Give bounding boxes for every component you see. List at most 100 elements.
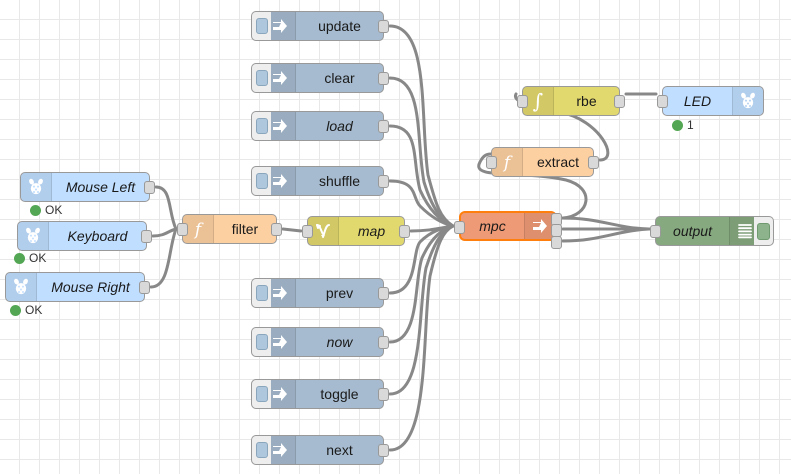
node-inject-shuffle[interactable]: shuffle xyxy=(251,166,389,196)
input-port[interactable] xyxy=(650,225,661,238)
wire-mouseright-filter xyxy=(149,227,178,289)
node-rbe[interactable]: ∫ rbe xyxy=(517,86,625,116)
output-port[interactable] xyxy=(378,287,389,300)
output-port[interactable] xyxy=(139,281,150,294)
output-port[interactable] xyxy=(378,336,389,349)
node-inject-toggle[interactable]: toggle xyxy=(251,379,389,409)
node-rpi-mouse-right[interactable]: Mouse Right xyxy=(5,272,150,302)
node-rpi-keyboard[interactable]: Keyboard xyxy=(17,221,152,251)
node-label: clear xyxy=(324,70,355,86)
output-port[interactable] xyxy=(588,156,599,169)
node-label: Mouse Left xyxy=(65,179,136,195)
node-label: shuffle xyxy=(319,173,360,189)
inject-button-update[interactable] xyxy=(251,11,271,41)
wire-filter-map xyxy=(281,227,303,233)
wire-next-mpc xyxy=(388,224,455,452)
output-port[interactable] xyxy=(378,20,389,33)
output-port-3[interactable] xyxy=(551,236,562,249)
status-text: 1 xyxy=(687,118,694,132)
output-port[interactable] xyxy=(378,175,389,188)
status-text: OK xyxy=(25,303,43,317)
raspberry-pi-icon xyxy=(732,87,763,115)
input-port[interactable] xyxy=(486,156,497,169)
node-label: LED xyxy=(683,93,712,109)
output-port[interactable] xyxy=(378,72,389,85)
inject-button-next[interactable] xyxy=(251,435,271,465)
inject-button-prev[interactable] xyxy=(251,278,271,308)
wire-toggle-mpc xyxy=(388,224,455,396)
node-label: output xyxy=(673,223,712,239)
wire-update-mpc xyxy=(388,24,455,228)
node-label: map xyxy=(357,223,386,239)
output-port[interactable] xyxy=(378,120,389,133)
status-dot xyxy=(672,119,683,131)
node-label: filter xyxy=(231,221,259,237)
output-port[interactable] xyxy=(141,230,152,243)
node-label: rbe xyxy=(576,93,597,109)
input-port[interactable] xyxy=(657,95,668,108)
inject-button-now[interactable] xyxy=(251,327,271,357)
node-label: update xyxy=(318,18,361,34)
wire-load-mpc xyxy=(388,124,455,228)
inject-button-clear[interactable] xyxy=(251,63,271,93)
status-dot xyxy=(30,204,41,216)
inject-button-load[interactable] xyxy=(251,111,271,141)
status-mouse-right: OK xyxy=(10,303,42,317)
input-port[interactable] xyxy=(454,221,465,234)
node-switch-map[interactable]: map xyxy=(302,216,410,246)
wire-mpc-output-1 xyxy=(561,216,651,231)
node-inject-prev[interactable]: prev xyxy=(251,278,389,308)
node-label: extract xyxy=(536,154,579,170)
function-f-icon: f xyxy=(492,148,523,176)
wire-keyboard-filter xyxy=(151,227,178,238)
output-port[interactable] xyxy=(399,225,410,238)
input-port[interactable] xyxy=(302,225,313,238)
output-port[interactable] xyxy=(614,95,625,108)
debug-toggle-button[interactable] xyxy=(754,216,774,246)
wire-clear-mpc xyxy=(388,76,455,228)
node-label: Mouse Right xyxy=(51,279,130,295)
output-port[interactable] xyxy=(378,388,389,401)
node-function-extract[interactable]: f extract xyxy=(486,147,599,177)
node-inject-update[interactable]: update xyxy=(251,11,389,41)
status-dot xyxy=(10,304,21,316)
node-inject-load[interactable]: load xyxy=(251,111,389,141)
output-port[interactable] xyxy=(144,181,155,194)
wire-mpc-output-3 xyxy=(561,227,651,243)
function-f-icon: f xyxy=(183,215,214,243)
node-label: toggle xyxy=(320,386,359,402)
node-inject-now[interactable]: now xyxy=(251,327,389,357)
svg-text:∫: ∫ xyxy=(533,90,543,112)
raspberry-pi-icon xyxy=(18,222,49,250)
status-mouse-left: OK xyxy=(30,203,62,217)
node-debug-output[interactable]: output xyxy=(650,216,774,246)
node-rpi-led[interactable]: LED xyxy=(657,86,764,116)
node-label: load xyxy=(326,118,353,134)
status-text: OK xyxy=(29,251,47,265)
status-text: OK xyxy=(45,203,63,217)
inject-button-toggle[interactable] xyxy=(251,379,271,409)
node-label: prev xyxy=(325,285,354,301)
input-port[interactable] xyxy=(177,223,188,236)
inject-button-shuffle[interactable] xyxy=(251,166,271,196)
integral-icon: ∫ xyxy=(523,87,554,115)
input-port[interactable] xyxy=(517,95,528,108)
raspberry-pi-icon xyxy=(21,173,52,201)
node-inject-clear[interactable]: clear xyxy=(251,63,389,93)
node-rpi-mouse-left[interactable]: Mouse Left xyxy=(20,172,155,202)
node-label: mpc xyxy=(479,218,506,234)
node-label: Keyboard xyxy=(67,228,128,244)
node-label: next xyxy=(326,442,353,458)
output-port[interactable] xyxy=(271,223,282,236)
node-function-filter[interactable]: f filter xyxy=(177,214,282,244)
status-keyboard: OK xyxy=(14,251,46,265)
status-dot xyxy=(14,252,25,264)
node-mpc[interactable]: mpc xyxy=(454,211,562,249)
output-port[interactable] xyxy=(378,444,389,457)
svg-text:f: f xyxy=(502,153,513,172)
node-inject-next[interactable]: next xyxy=(251,435,389,465)
play-arrow-icon xyxy=(524,213,555,239)
wire-mouseleft-filter xyxy=(154,185,178,231)
wire-map-mpc xyxy=(409,224,455,233)
